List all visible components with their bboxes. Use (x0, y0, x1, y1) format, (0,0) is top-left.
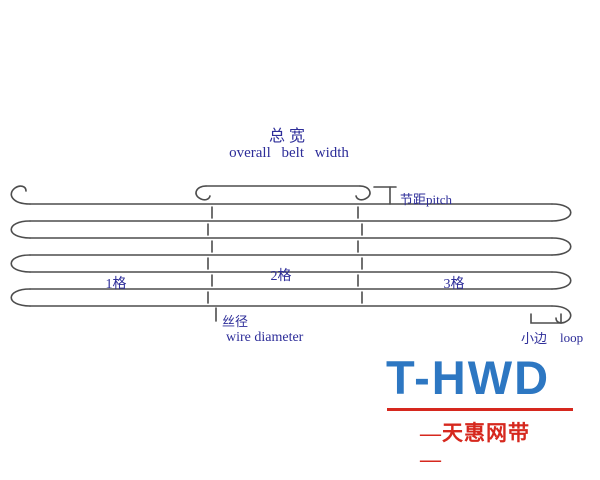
title-cn: 总宽 (268, 128, 310, 145)
title-en: overall belt width (229, 145, 349, 161)
wire-diameter-label-en: wire diameter (226, 330, 304, 345)
pitch-bracket (373, 186, 397, 205)
junction-ticks (207, 206, 363, 304)
pitch-label: 节距pitch (400, 192, 452, 207)
belt-rows (29, 203, 553, 307)
logo-brand-text: T-HWD (386, 351, 551, 404)
wire-diameter-label-cn: 丝径 (222, 314, 249, 329)
edge-loop-label-en: loop (560, 330, 584, 345)
right-edge-loops (551, 203, 572, 324)
raised-row (195, 185, 371, 201)
section-1-label: 1格 (105, 277, 127, 292)
section-2-label: 2格 (270, 269, 292, 284)
edge-loop-bracket (530, 313, 562, 324)
logo-tagline: —天惠网带— (420, 421, 530, 471)
section-3-label: 3格 (443, 277, 465, 292)
edge-loop-label-cn: 小边 (521, 331, 548, 346)
logo-underline (387, 408, 573, 411)
left-edge-loops (10, 185, 31, 307)
